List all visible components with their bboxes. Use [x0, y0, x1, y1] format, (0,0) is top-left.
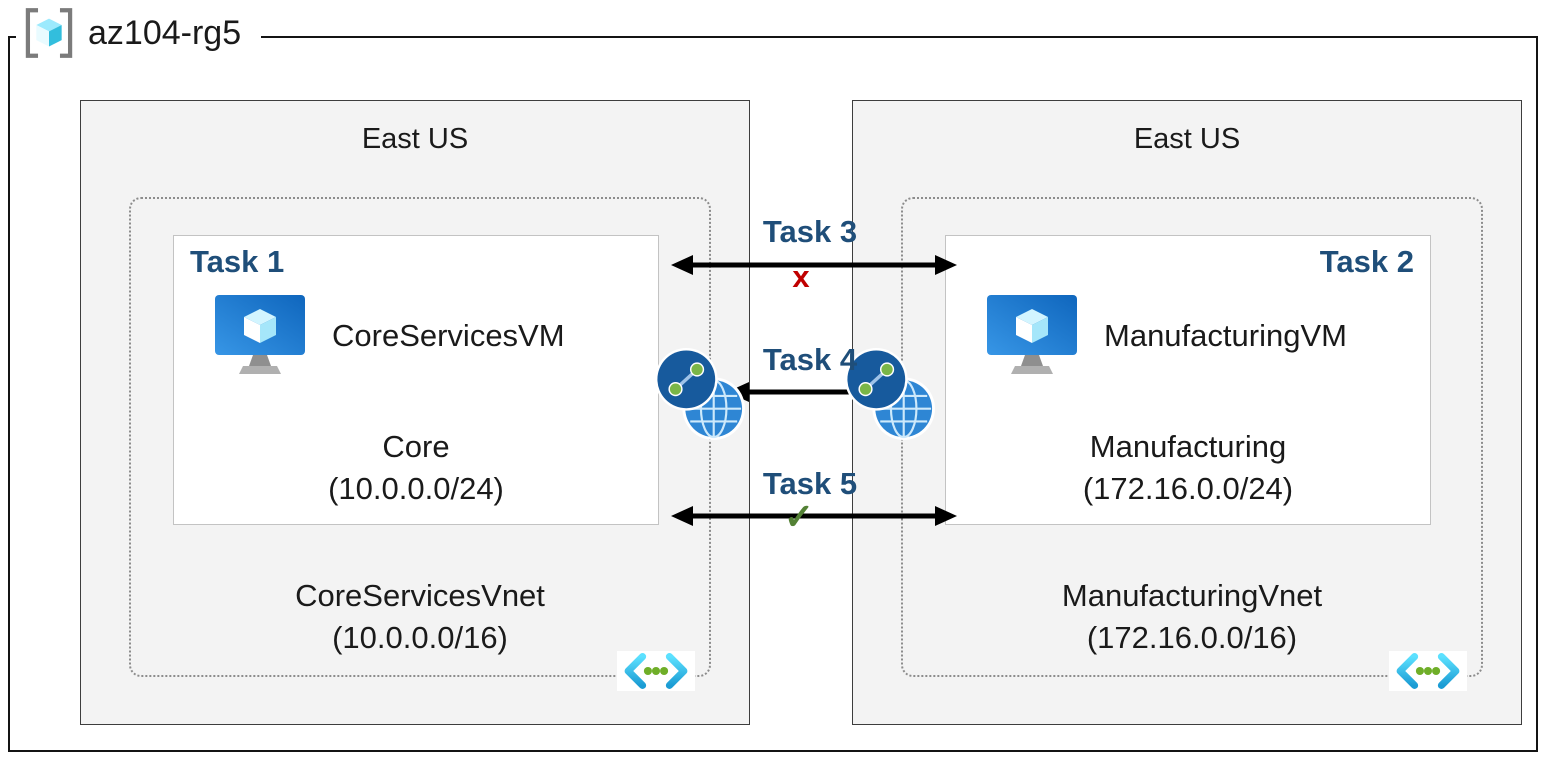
subnet-cidr-right: (172.16.0.0/24) — [1082, 471, 1294, 506]
resource-group-boundary — [8, 36, 1538, 752]
vnet-boundary-left: Task 1 CoreServicesVM Core (10.0.0.0/24)… — [129, 197, 711, 691]
task1-label: Task 1 — [190, 244, 285, 279]
vm-left: CoreServicesVM — [214, 294, 565, 378]
vnet-icon-glyph — [1396, 653, 1460, 689]
subnet-info-right: Manufacturing (172.16.0.0/24) — [946, 426, 1430, 510]
vnet-icon — [617, 651, 695, 691]
vnet-info-right: ManufacturingVnet (172.16.0.0/16) — [903, 575, 1481, 659]
vnet-icon — [1389, 651, 1467, 691]
subnet-name-right: Manufacturing — [1089, 429, 1287, 464]
task2-label: Task 2 — [1319, 244, 1414, 279]
vm-icon — [215, 295, 305, 374]
task5-label: Task 5 — [762, 466, 858, 501]
resource-group-name: az104-rg5 — [88, 13, 242, 52]
vm-icon — [987, 295, 1077, 374]
region-box-left: East US Task 1 CoreServicesVM Core (10.0… — [80, 100, 750, 725]
vnet-boundary-right: Task 2 ManufacturingVM Manufacturing (17… — [901, 197, 1483, 691]
vm-right: ManufacturingVM — [986, 294, 1347, 378]
task3-blocked-x: x — [792, 259, 810, 294]
region-title-right: East US — [1133, 123, 1241, 155]
region-title-left: East US — [361, 123, 469, 155]
region-box-right: East US Task 2 ManufacturingVM Manufactu… — [852, 100, 1522, 725]
task4-label: Task 4 — [762, 342, 858, 377]
task5-allowed-check: ✓ — [783, 496, 815, 537]
task3-label: Task 3 — [762, 214, 858, 249]
subnet-box-manufacturing: Task 2 ManufacturingVM Manufacturing (17… — [945, 235, 1431, 525]
subnet-cidr-left: (10.0.0.0/24) — [328, 471, 504, 506]
subnet-name-left: Core — [382, 429, 450, 464]
vnet-cidr-right: (172.16.0.0/16) — [1086, 620, 1298, 655]
task5-arrow — [671, 506, 957, 526]
vnet-icon-glyph — [624, 653, 688, 689]
vnet-peering-icon-right — [844, 348, 936, 440]
subnet-info-left: Core (10.0.0.0/24) — [174, 426, 658, 510]
vnet-info-left: CoreServicesVnet (10.0.0.0/16) — [131, 575, 709, 659]
vnet-name-left: CoreServicesVnet — [295, 578, 545, 613]
resource-group-header: az104-rg5 — [16, 4, 262, 66]
vnet-peering-icon-left — [654, 348, 746, 440]
task3-arrow — [671, 255, 957, 275]
resource-group-icon — [25, 8, 73, 58]
vm-name-right: ManufacturingVM — [1104, 318, 1347, 353]
vm-name-left: CoreServicesVM — [332, 318, 565, 353]
vnet-name-right: ManufacturingVnet — [1061, 578, 1323, 613]
subnet-box-core: Task 1 CoreServicesVM Core (10.0.0.0/24) — [173, 235, 659, 525]
vnet-cidr-left: (10.0.0.0/16) — [332, 620, 508, 655]
